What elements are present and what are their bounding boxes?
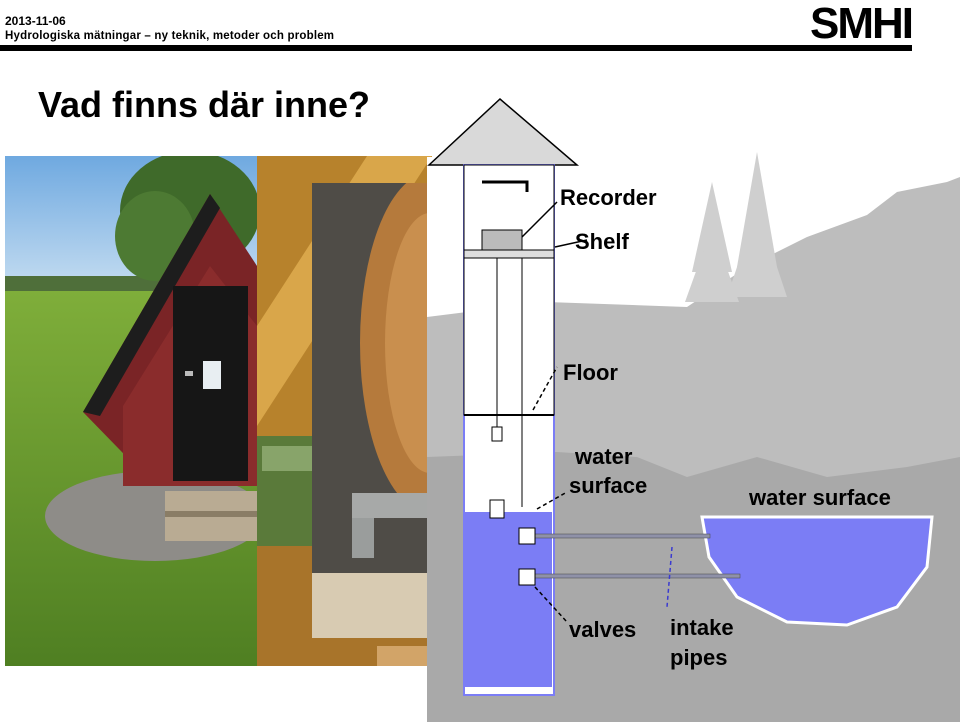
photo-gauge-hut	[5, 156, 257, 666]
label-intake-2: pipes	[670, 645, 727, 670]
smhi-logo-text: SMHI	[810, 0, 912, 42]
photo-intake-pipe	[312, 183, 432, 638]
slide-subtitle: Hydrologiska mätningar – ny teknik, meto…	[5, 30, 335, 42]
slide-date: 2013-11-06	[5, 14, 66, 28]
smhi-logo: SMHI	[810, 0, 914, 42]
label-shelf: Shelf	[575, 229, 629, 254]
intake-pipe-upper	[534, 533, 711, 539]
intake-pipe-lower	[534, 573, 741, 579]
valve-lower	[518, 568, 536, 586]
label-floor: Floor	[563, 360, 618, 385]
hut-roof	[427, 97, 580, 166]
label-valves: valves	[569, 617, 636, 642]
valve-upper	[518, 527, 536, 545]
label-water-surface-left-1: water	[574, 444, 633, 469]
label-intake-1: intake	[670, 615, 734, 640]
header-divider-bar	[0, 45, 912, 51]
label-water-surface-right: water surface	[748, 485, 891, 510]
slide-header: 2013-11-06 Hydrologiska mätningar – ny t…	[0, 0, 960, 54]
lake-water	[700, 515, 934, 627]
stilling-well-diagram: Recorder Shelf Floor water surface water…	[427, 97, 960, 722]
well-water	[464, 512, 552, 687]
slide-title: Vad finns där inne?	[38, 84, 371, 125]
label-recorder: Recorder	[560, 185, 657, 210]
label-water-surface-left-2: surface	[569, 473, 647, 498]
recorder-box	[481, 229, 523, 251]
